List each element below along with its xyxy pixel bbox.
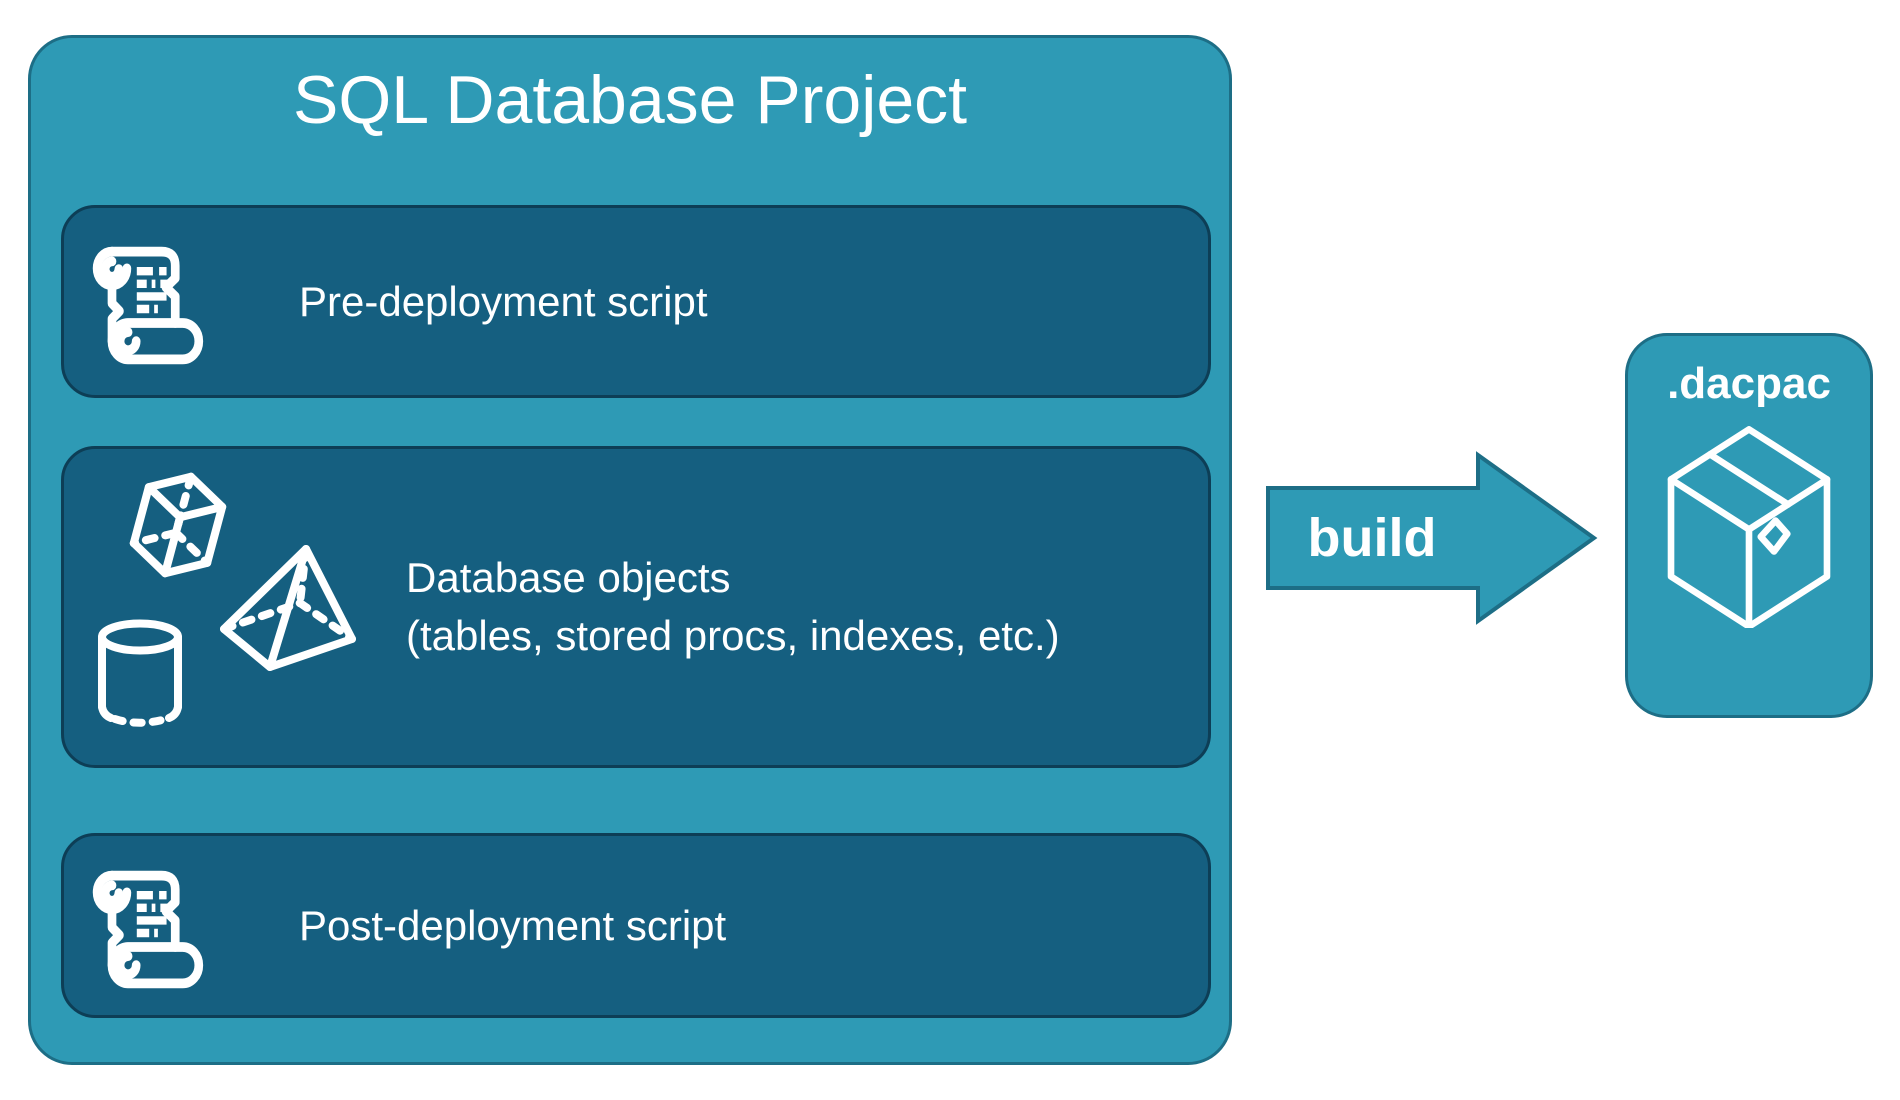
build-arrow: build — [1266, 450, 1598, 626]
database-objects-box: Database objects (tables, stored procs, … — [61, 446, 1211, 768]
scroll-icon — [92, 870, 204, 988]
database-objects-label-line2: (tables, stored procs, indexes, etc.) — [406, 612, 1060, 659]
pyramid-icon — [220, 545, 356, 671]
build-arrow-shape — [1266, 451, 1598, 625]
build-arrow-label: build — [1307, 508, 1437, 568]
package-icon — [1667, 426, 1831, 628]
sql-project-container: SQL Database Project Pr — [28, 35, 1232, 1065]
post-deployment-box: Post-deployment script — [61, 833, 1211, 1018]
cylinder-icon — [98, 619, 182, 727]
dacpac-label: .dacpac — [1667, 359, 1831, 408]
dacpac-container: .dacpac — [1625, 333, 1873, 718]
cube-icon — [129, 472, 227, 578]
project-title: SQL Database Project — [292, 62, 968, 138]
database-objects-label-line1: Database objects — [406, 554, 731, 601]
database-shapes-icon — [98, 472, 356, 727]
scroll-icon — [92, 246, 204, 364]
database-objects-label: Database objects (tables, stored procs, … — [406, 549, 1060, 665]
pre-deployment-label: Pre-deployment script — [299, 277, 708, 325]
post-deployment-label: Post-deployment script — [299, 901, 727, 949]
pre-deployment-box: Pre-deployment script — [61, 205, 1211, 398]
